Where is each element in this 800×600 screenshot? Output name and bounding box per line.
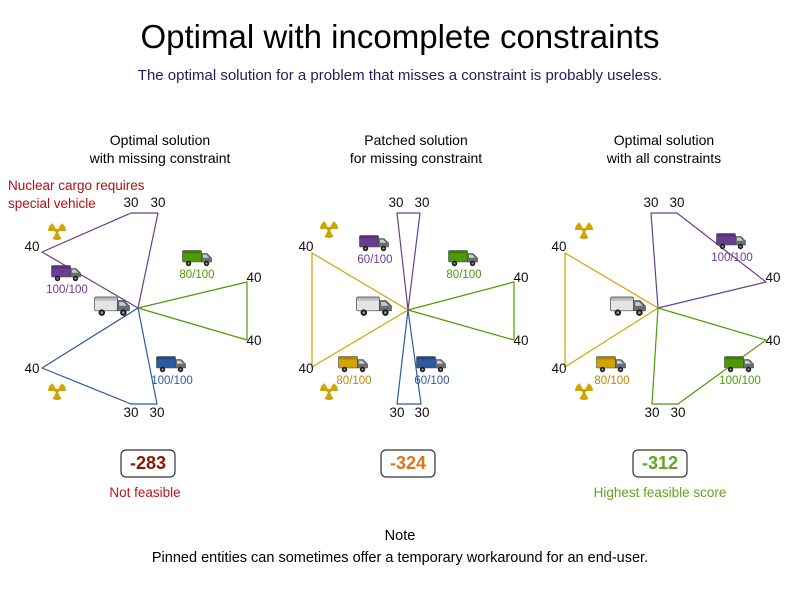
- visit-node-label: 40: [298, 239, 313, 254]
- truck-capacity-label: 60/100: [357, 254, 392, 266]
- score-value: -312: [642, 453, 678, 473]
- visit-node-label: 40: [513, 333, 528, 348]
- truck-capacity-label: 100/100: [719, 375, 761, 387]
- score-box: [632, 449, 688, 478]
- score-box: [380, 449, 436, 478]
- visit-node-label: 40: [24, 239, 39, 254]
- route-purple: [396, 212, 421, 311]
- nuclear-annotation-line2: special vehicle: [8, 196, 96, 211]
- delivery-truck-icon: [416, 356, 446, 373]
- panel-1: Optimal solution with missing constraint…: [24, 132, 261, 500]
- truck-capacity-label: 100/100: [46, 284, 88, 296]
- visit-node-label: 30: [669, 195, 684, 210]
- truck-capacity-label: 80/100: [179, 269, 214, 281]
- route-blue: [396, 309, 422, 405]
- truck-capacity-label: 80/100: [594, 375, 629, 387]
- truck-capacity-label: 80/100: [446, 269, 481, 281]
- radioactive-trefoil-icon: [318, 220, 340, 238]
- score-value: -283: [130, 453, 166, 473]
- visit-node-label: 40: [765, 270, 780, 285]
- truck-capacity-label: 60/100: [414, 375, 449, 387]
- visit-node-label: 40: [246, 270, 261, 285]
- panel-1-routes: [41, 212, 248, 405]
- visit-node-label: 30: [149, 405, 164, 420]
- depot-truck-icon: [609, 296, 647, 317]
- visit-node-label: 40: [246, 333, 261, 348]
- visit-node-label: 40: [298, 361, 313, 376]
- delivery-truck-icon: [51, 265, 81, 282]
- visit-node-label: 30: [644, 405, 659, 420]
- score-box: [120, 449, 176, 478]
- verdict-label: Highest feasible score: [594, 485, 727, 500]
- panel-2-routes: [311, 212, 515, 405]
- page-title: Optimal with incomplete constraints: [140, 18, 659, 55]
- route-blue: [41, 307, 158, 405]
- panel-3-routes: [564, 212, 767, 405]
- note-body: Pinned entities can sometimes offer a te…: [152, 550, 648, 566]
- route-yellow: [311, 252, 409, 368]
- visit-node-label: 40: [24, 361, 39, 376]
- note-heading: Note: [385, 528, 416, 544]
- nuclear-annotation-line1: Nuclear cargo requires: [8, 178, 145, 193]
- visit-node-label: 30: [670, 405, 685, 420]
- delivery-truck-icon: [448, 250, 478, 267]
- visit-node-label: 30: [389, 405, 404, 420]
- panel-2-title-line1: Patched solution: [364, 132, 468, 148]
- truck-capacity-label: 100/100: [151, 375, 193, 387]
- delivery-truck-icon: [724, 356, 754, 373]
- visit-node-label: 30: [414, 405, 429, 420]
- route-purple: [650, 212, 767, 309]
- visit-node-label: 40: [765, 333, 780, 348]
- route-yellow: [564, 252, 659, 368]
- visit-node-label: 30: [388, 195, 403, 210]
- panel-2: Patched solution for missing constraint …: [298, 132, 529, 478]
- delivery-truck-icon: [359, 235, 389, 252]
- route-green: [137, 281, 248, 341]
- delivery-truck-icon: [338, 356, 368, 373]
- panel-1-title-line2: with missing constraint: [89, 150, 231, 166]
- delivery-truck-icon: [596, 356, 626, 373]
- page-subtitle: The optimal solution for a problem that …: [138, 67, 662, 84]
- radioactive-trefoil-icon: [46, 222, 68, 240]
- visit-node-label: 30: [123, 405, 138, 420]
- radioactive-trefoil-icon: [46, 382, 68, 400]
- route-green: [407, 281, 515, 341]
- visit-node-label: 30: [643, 195, 658, 210]
- route-green: [651, 307, 767, 405]
- truck-capacity-label: 100/100: [711, 252, 753, 264]
- visit-node-label: 30: [414, 195, 429, 210]
- delivery-truck-icon: [156, 356, 186, 373]
- panel-3: Optimal solution with all constraints 30…: [551, 132, 780, 500]
- visit-node-label: 30: [150, 195, 165, 210]
- panel-2-title-line2: for missing constraint: [350, 150, 482, 166]
- depot-truck-icon: [356, 296, 392, 317]
- verdict-label: Not feasible: [109, 485, 180, 500]
- panel-3-title-line2: with all constraints: [606, 150, 721, 166]
- panel-1-title-line1: Optimal solution: [110, 132, 210, 148]
- score-value: -324: [390, 453, 426, 473]
- panel-3-title-line1: Optimal solution: [614, 132, 714, 148]
- radioactive-trefoil-icon: [573, 221, 595, 239]
- visit-node-label: 40: [551, 239, 566, 254]
- delivery-truck-icon: [716, 233, 746, 250]
- visit-node-label: 40: [551, 361, 566, 376]
- truck-capacity-label: 80/100: [336, 375, 371, 387]
- visit-node-label: 40: [513, 270, 528, 285]
- radioactive-trefoil-icon: [573, 382, 595, 400]
- delivery-truck-icon: [182, 250, 212, 267]
- visit-node-label: 30: [123, 195, 138, 210]
